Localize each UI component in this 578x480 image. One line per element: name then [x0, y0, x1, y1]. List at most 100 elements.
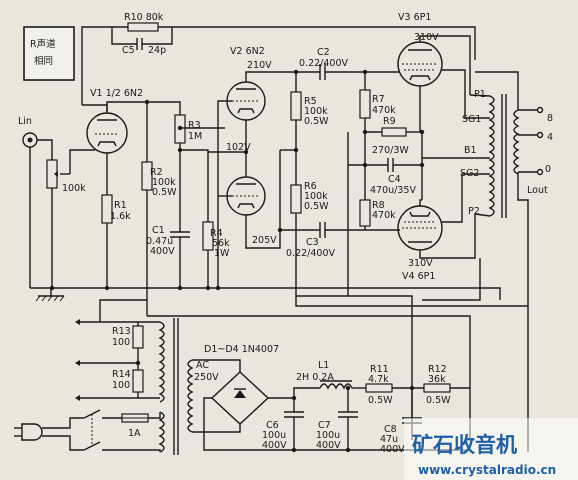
- r14-label: R14: [112, 369, 131, 380]
- ot-secondary: [513, 109, 520, 175]
- r9-value: 270/3W: [372, 145, 409, 156]
- lout-label: Lout: [527, 185, 548, 196]
- c1-value2: 400V: [150, 246, 175, 257]
- r2-value1: 100k: [152, 177, 176, 188]
- out8-terminal[interactable]: [536, 106, 544, 114]
- l1-label: L1: [318, 360, 329, 371]
- junction-dot: [104, 285, 110, 291]
- junction-dot: [293, 69, 299, 75]
- junction-dot: [362, 69, 368, 75]
- junction-dot: [277, 227, 283, 233]
- v3-label: V3 6P1: [398, 12, 431, 23]
- ground-hatch-3: [47, 295, 53, 302]
- note-line1: R声道: [30, 38, 56, 50]
- b1-label: B1: [464, 145, 477, 156]
- r11-label: R11: [370, 364, 389, 375]
- r3-top: [147, 101, 181, 115]
- c1-label: C1: [152, 225, 165, 236]
- out0-label: 0: [545, 164, 551, 175]
- c5-wire-left: [111, 27, 137, 45]
- mains-plug: [21, 423, 43, 441]
- junction-dot: [215, 285, 221, 291]
- v2-bot-cathode: [237, 203, 255, 209]
- input-jack-center: [27, 137, 33, 143]
- v3-plate-wire: [419, 35, 471, 95]
- c3-value: 0.22/400V: [286, 248, 335, 259]
- watermark-url: www.crystalradio.cn: [418, 463, 556, 477]
- r5-value2: 0.5W: [304, 116, 329, 127]
- out0-terminal[interactable]: [536, 168, 544, 176]
- out8-label: 8: [547, 113, 553, 124]
- pot-wiper-arrow: [54, 171, 58, 177]
- r8-value: 470k: [372, 210, 396, 221]
- ground-bus: [30, 287, 501, 300]
- pt-heater-winding: [158, 321, 165, 403]
- v2-top-voltage: 210V: [247, 60, 272, 71]
- ot-p2-wire: [474, 213, 491, 217]
- r11-value1: 4.7k: [368, 374, 389, 385]
- r8-label: R8: [372, 200, 385, 211]
- v2-bot-plate-wire: [245, 150, 281, 249]
- input-wire: [37, 139, 53, 160]
- v4-cathode: [409, 211, 431, 217]
- pot-value: 100k: [62, 183, 86, 194]
- c6-value2: 400V: [262, 440, 287, 451]
- c8-value1: 47u: [380, 434, 398, 445]
- heater-arrow-top: [75, 319, 80, 325]
- r1-label: R1: [114, 200, 127, 211]
- c8-label: C8: [384, 424, 397, 435]
- r5-value1: 100k: [304, 106, 328, 117]
- pt-primary: [158, 411, 165, 453]
- ground-hatch-1: [35, 295, 41, 302]
- r3-value: 1M: [188, 131, 202, 142]
- r10-resistor: [127, 22, 159, 32]
- ground-hatch-5: [59, 295, 65, 302]
- ground-hatch-2: [41, 295, 47, 302]
- input-label: Lin: [18, 116, 32, 127]
- junction-dot: [345, 447, 351, 453]
- junction-dot: [362, 129, 368, 135]
- heater-arrow-bot: [75, 395, 80, 401]
- ac-value: 250V: [194, 372, 219, 383]
- v3-voltage: 310V: [414, 32, 439, 43]
- r5-label: R5: [304, 96, 317, 107]
- ot-primary: [488, 95, 495, 217]
- out4-terminal[interactable]: [536, 131, 544, 139]
- junction-dot: [362, 162, 368, 168]
- v2-label: V2 6N2: [230, 46, 265, 57]
- watermark-backdrop: [404, 418, 578, 480]
- r6-value2: 0.5W: [304, 201, 329, 212]
- c7-value2: 400V: [316, 440, 341, 451]
- power-switch-b[interactable]: [83, 441, 101, 451]
- mains-wire-b: [42, 435, 84, 451]
- junction-dot: [243, 149, 249, 155]
- v2-mid-voltage: 102V: [226, 142, 251, 153]
- v2-grid-ground: [217, 100, 232, 288]
- v1-to-r2: [106, 101, 148, 162]
- c1-value1: 0.47u: [146, 236, 173, 247]
- junction-dot: [419, 129, 425, 135]
- r2-label: R2: [150, 167, 163, 178]
- note-box: [23, 26, 75, 81]
- r7-value: 470k: [372, 105, 396, 116]
- junction-dot: [293, 147, 299, 153]
- c2-value: 0.22/400V: [299, 58, 348, 69]
- fuse-out: [148, 412, 161, 419]
- pt-hv-winding: [187, 359, 194, 433]
- l1-choke: [319, 383, 353, 390]
- bridge-diode: [234, 390, 246, 398]
- junction-dot: [144, 99, 150, 105]
- v2-bot-voltage: 205V: [252, 235, 277, 246]
- v3-screen-wire: [442, 69, 490, 119]
- r4-label: R4: [210, 228, 223, 239]
- feedback-return: [517, 172, 529, 452]
- c4-label: C4: [388, 174, 401, 185]
- c5-wire-right: [142, 27, 173, 45]
- v4-label: V4 6P1: [402, 271, 435, 282]
- p1-label: P1: [474, 89, 486, 100]
- r12-resistor: [423, 383, 451, 393]
- heater-link: [99, 299, 147, 322]
- c7-value1: 100u: [316, 430, 340, 441]
